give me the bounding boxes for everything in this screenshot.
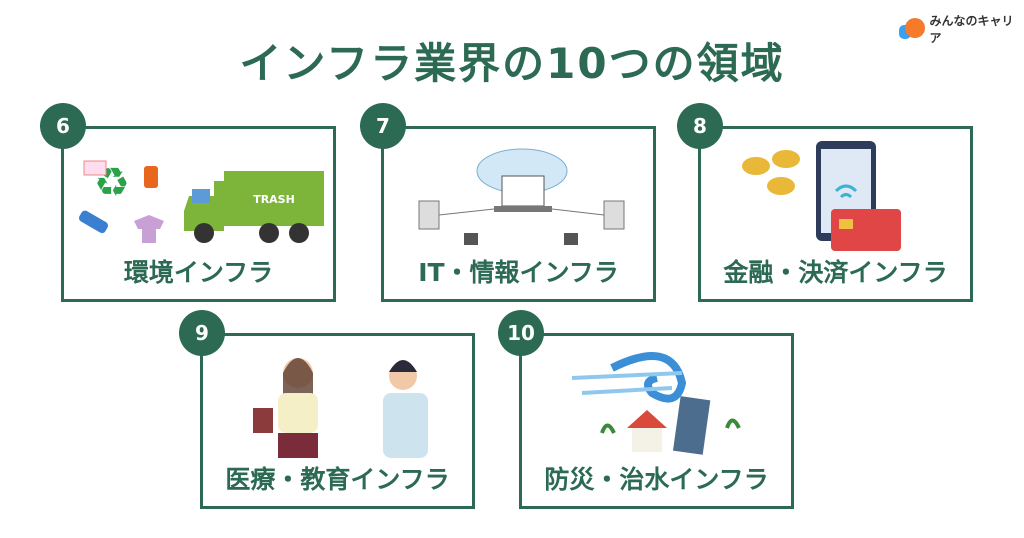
card-label: 防災・治水インフラ <box>544 465 769 494</box>
card-disaster-prevention: 10 防災・治水インフラ <box>498 310 794 509</box>
card-environment: 6 ♻ TRASH 環境インフラ <box>40 103 336 302</box>
logo-text: みんなのキャリア <box>929 14 1014 45</box>
card-finance: 8 金融・決済インフラ <box>677 103 973 302</box>
cloud-network-illustration <box>418 148 625 245</box>
card-label: 医療・教育インフラ <box>225 465 450 494</box>
typhoon-illustration <box>571 352 741 455</box>
page-title: インフラ業界の10つの領域 <box>239 39 785 88</box>
card-label: IT・情報インフラ <box>418 258 619 287</box>
logo-icon <box>899 18 925 39</box>
garbage-truck-illustration: ♻ TRASH <box>78 160 324 243</box>
teacher-doctor-illustration <box>253 358 428 458</box>
payment-illustration <box>742 141 901 251</box>
card-label: 金融・決済インフラ <box>723 258 948 287</box>
card-number-badge: 9 <box>179 310 225 356</box>
brand-logo: みんなのキャリア <box>898 12 1024 46</box>
card-number-badge: 6 <box>40 103 86 149</box>
card-label: 環境インフラ <box>123 258 274 287</box>
card-it: 7 IT・情報インフラ <box>360 103 656 302</box>
card-medical-education: 9 医療・教育インフラ <box>179 310 475 509</box>
card-number-badge: 7 <box>360 103 406 149</box>
truck-text: TRASH <box>253 193 295 206</box>
card-number-badge: 10 <box>498 310 544 356</box>
card-number-badge: 8 <box>677 103 723 149</box>
